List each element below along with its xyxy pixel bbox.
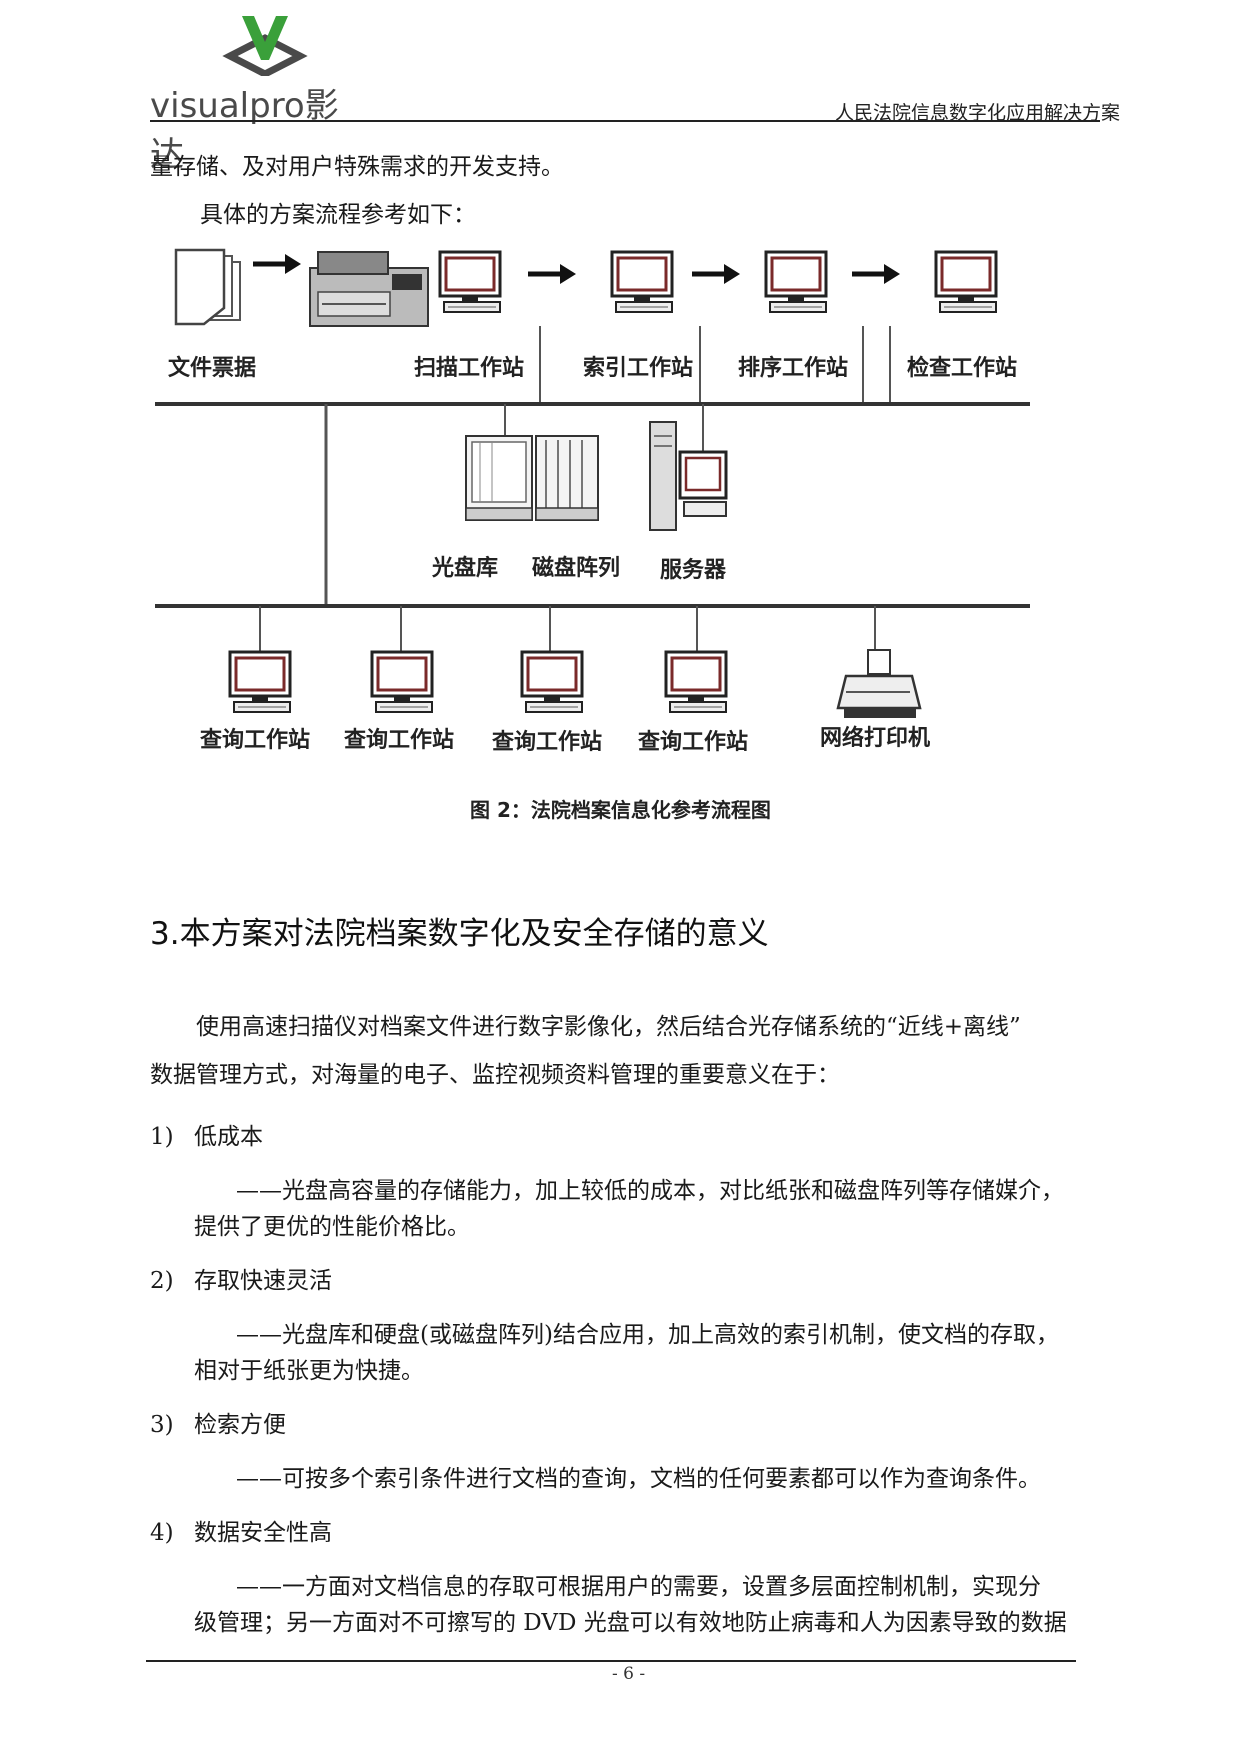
label-scan-station: 扫描工作站 (414, 356, 525, 381)
section-paragraph-line-2: 数据管理方式，对海量的电子、监控视频资料管理的重要意义在于： (150, 1062, 840, 1088)
label-optical-library: 光盘库 (432, 556, 499, 581)
check-station-monitor-icon (934, 250, 998, 314)
sort-station-monitor-icon (764, 250, 828, 314)
network-printer-icon (836, 649, 922, 718)
query-station-monitor-icon (664, 650, 728, 714)
label-server: 服务器 (660, 558, 727, 583)
section-title: 3.本方案对法院档案数字化及安全存储的意义 (150, 916, 769, 952)
label-check-station: 检查工作站 (907, 356, 1018, 381)
scan-station-monitor-icon (438, 250, 502, 314)
intro-line-1: 量存储、及对用户特殊需求的开发支持。 (150, 154, 564, 180)
query-station-monitor-icon (228, 650, 292, 714)
item-description-line-2: 级管理；另一方面对不可擦写的 DVD 光盘可以有效地防止病毒和人为因素导致的数据 (194, 1610, 1067, 1636)
item-title: 检索方便 (194, 1412, 286, 1438)
arrow-icon (253, 254, 301, 274)
arrow-icon (528, 264, 576, 284)
label-network-printer: 网络打印机 (820, 726, 931, 751)
document-title: 人民法院信息数字化应用解决方案 (835, 102, 1121, 124)
item-description-line-2: 相对于纸张更为快捷。 (194, 1358, 424, 1384)
item-title: 数据安全性高 (194, 1520, 332, 1546)
label-query-station: 查询工作站 (638, 730, 749, 755)
footer-rule (146, 1660, 1076, 1662)
label-sort-station: 排序工作站 (738, 356, 849, 381)
item-description-line-1: ——光盘高容量的存储能力，加上较低的成本，对比纸张和磁盘阵列等存储媒介， (236, 1178, 1064, 1204)
item-title: 低成本 (194, 1124, 263, 1150)
index-station-monitor-icon (610, 250, 674, 314)
header-rule (150, 120, 1100, 122)
label-document-source: 文件票据 (168, 356, 257, 381)
figure-caption: 图 2：法院档案信息化参考流程图 (470, 798, 771, 822)
scanner-icon (309, 251, 429, 327)
server-icon (649, 421, 728, 531)
page-number: - 6 - (612, 1664, 646, 1684)
item-number: 4) (150, 1520, 174, 1546)
item-number: 3) (150, 1412, 174, 1438)
logo-mark-icon (222, 16, 308, 76)
query-station-monitor-icon (370, 650, 434, 714)
item-description-line-1: ——一方面对文档信息的存取可根据用户的需要，设置多层面控制机制，实现分 (236, 1574, 1041, 1600)
item-title: 存取快速灵活 (194, 1268, 332, 1294)
item-description-line-1: ——可按多个索引条件进行文档的查询，文档的任何要素都可以作为查询条件。 (236, 1466, 1041, 1492)
section-paragraph-line-1: 使用高速扫描仪对档案文件进行数字影像化，然后结合光存储系统的“近线+离线” (196, 1014, 1021, 1040)
document-stack-icon (174, 248, 241, 326)
intro-line-2: 具体的方案流程参考如下： (200, 202, 476, 228)
item-description-line-2: 提供了更优的性能价格比。 (194, 1214, 470, 1240)
item-description-line-1: ——光盘库和硬盘(或磁盘阵列)结合应用，加上高效的索引机制，使文档的存取， (236, 1322, 1059, 1348)
arrow-icon (692, 264, 740, 284)
query-station-monitor-icon (520, 650, 584, 714)
arrow-icon (852, 264, 900, 284)
logo: visualpro影达 (150, 16, 370, 175)
disk-array-icon (535, 435, 599, 521)
label-index-station: 索引工作站 (583, 356, 694, 381)
item-number: 2) (150, 1268, 174, 1294)
label-query-station: 查询工作站 (200, 728, 311, 753)
logo-text: visualpro影达 (150, 86, 339, 175)
optical-library-icon (465, 435, 533, 521)
label-query-station: 查询工作站 (344, 728, 455, 753)
label-disk-array: 磁盘阵列 (532, 556, 621, 581)
item-number: 1) (150, 1124, 174, 1150)
label-query-station: 查询工作站 (492, 730, 603, 755)
flow-diagram (155, 248, 1030, 718)
